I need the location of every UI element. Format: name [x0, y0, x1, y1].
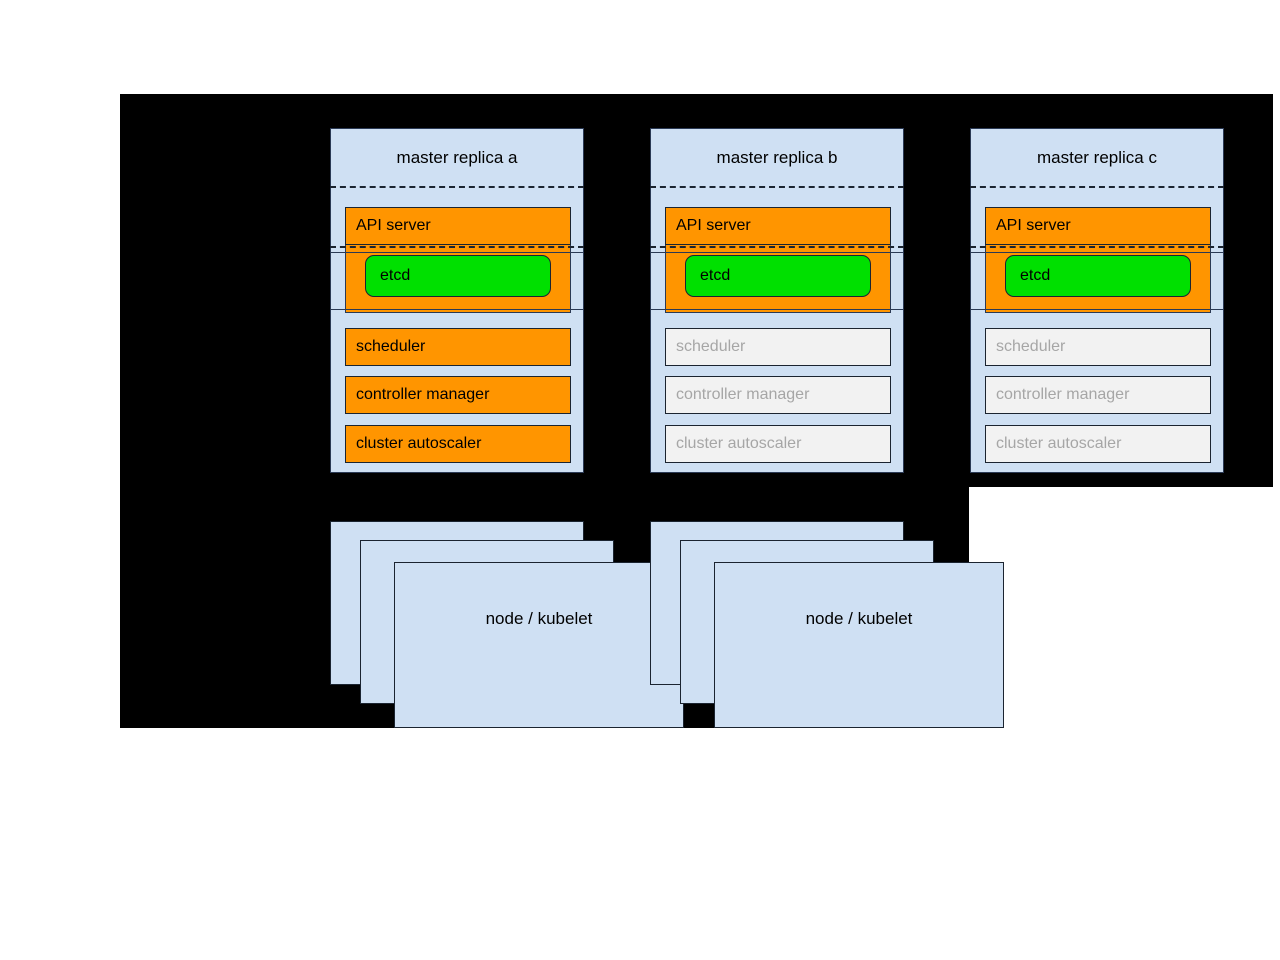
- master-replica-a-title: master replica a: [396, 148, 518, 167]
- replica-c-controller-manager-label: controller manager: [996, 386, 1130, 403]
- replica-b-cluster-autoscaler-label: cluster autoscaler: [676, 435, 802, 452]
- master-replica-b[interactable]: master replica b API server etcd schedul…: [650, 128, 904, 473]
- replica-a-etcd-label: etcd: [380, 267, 411, 284]
- master-replica-c-title: master replica c: [1037, 148, 1157, 167]
- replica-b-etcd[interactable]: etcd: [685, 255, 871, 297]
- master-replica-a[interactable]: master replica a API server etcd schedul…: [330, 128, 584, 473]
- replica-a-etcd[interactable]: etcd: [365, 255, 551, 297]
- replica-c-api-server-label: API server: [996, 217, 1071, 234]
- node-card-front[interactable]: node / kubelet: [714, 562, 1004, 728]
- replica-c-cluster-autoscaler[interactable]: cluster autoscaler: [985, 425, 1211, 463]
- replica-c-cluster-autoscaler-label: cluster autoscaler: [996, 435, 1122, 452]
- replica-a-scheduler[interactable]: scheduler: [345, 328, 571, 366]
- replica-b-controller-manager-label: controller manager: [676, 386, 810, 403]
- replica-a-etcd-divider-bottom: [330, 309, 584, 310]
- replica-a-etcd-divider-top: [330, 252, 584, 253]
- replica-a-controller-manager-label: controller manager: [356, 386, 490, 403]
- replica-a-title-divider: [330, 186, 584, 188]
- replica-a-api-server[interactable]: API server: [345, 207, 571, 245]
- replica-b-api-server-label: API server: [676, 217, 751, 234]
- replica-c-etcd-label: etcd: [1020, 267, 1051, 284]
- replica-a-scheduler-label: scheduler: [356, 338, 426, 355]
- replica-c-api-divider: [970, 246, 1224, 248]
- replica-a-cluster-autoscaler-label: cluster autoscaler: [356, 435, 482, 452]
- replica-c-api-server[interactable]: API server: [985, 207, 1211, 245]
- replica-b-etcd-divider-top: [650, 252, 904, 253]
- node-card-front[interactable]: node / kubelet: [394, 562, 684, 728]
- replica-b-cluster-autoscaler[interactable]: cluster autoscaler: [665, 425, 891, 463]
- replica-b-scheduler-label: scheduler: [676, 338, 746, 355]
- replica-c-etcd[interactable]: etcd: [1005, 255, 1191, 297]
- replica-a-cluster-autoscaler[interactable]: cluster autoscaler: [345, 425, 571, 463]
- replica-c-scheduler[interactable]: scheduler: [985, 328, 1211, 366]
- replica-c-title-divider: [970, 186, 1224, 188]
- replica-c-etcd-divider-bottom: [970, 309, 1224, 310]
- master-replica-c[interactable]: master replica c API server etcd schedul…: [970, 128, 1224, 473]
- node-group-1-label: node / kubelet: [485, 609, 593, 628]
- replica-b-api-server[interactable]: API server: [665, 207, 891, 245]
- replica-c-etcd-divider-top: [970, 252, 1224, 253]
- replica-c-scheduler-label: scheduler: [996, 338, 1066, 355]
- replica-a-api-divider: [330, 246, 584, 248]
- replica-b-etcd-label: etcd: [700, 267, 731, 284]
- replica-a-api-server-label: API server: [356, 217, 431, 234]
- replica-b-scheduler[interactable]: scheduler: [665, 328, 891, 366]
- replica-b-title-divider: [650, 186, 904, 188]
- replica-b-controller-manager[interactable]: controller manager: [665, 376, 891, 414]
- replica-c-controller-manager[interactable]: controller manager: [985, 376, 1211, 414]
- node-group-2-label: node / kubelet: [805, 609, 913, 628]
- master-replica-b-title: master replica b: [716, 148, 838, 167]
- replica-a-controller-manager[interactable]: controller manager: [345, 376, 571, 414]
- replica-b-api-divider: [650, 246, 904, 248]
- replica-b-etcd-divider-bottom: [650, 309, 904, 310]
